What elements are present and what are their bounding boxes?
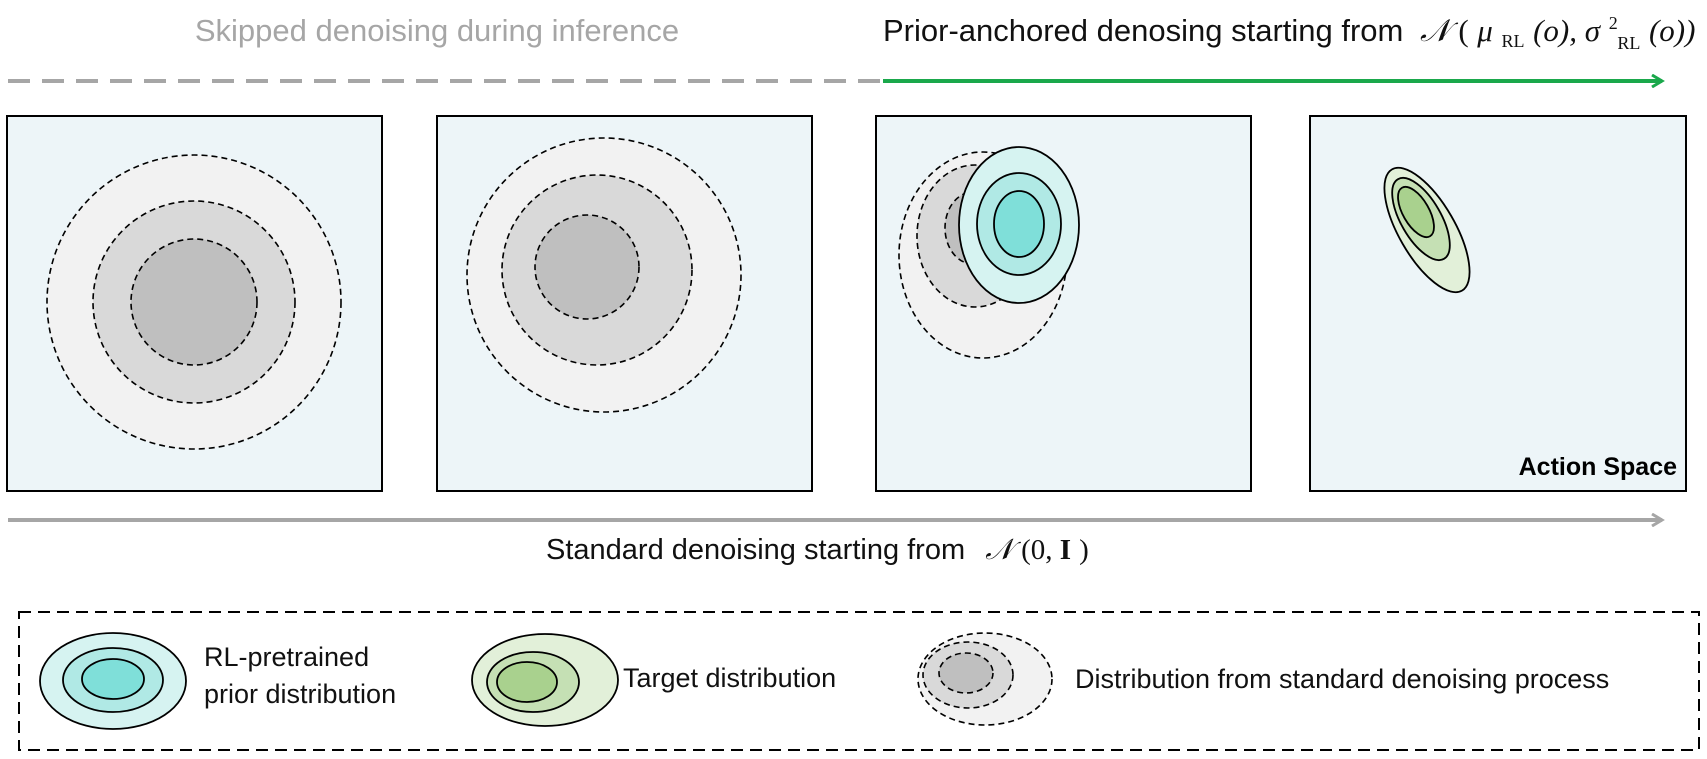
panel-3 — [875, 115, 1252, 492]
legend-target-icon — [471, 633, 619, 727]
legend-rl-inner — [81, 658, 145, 700]
legend-target-inner — [496, 661, 558, 703]
legend-rl-prior-line2: prior distribution — [204, 679, 396, 709]
standard-formula-arg: (0, — [1021, 534, 1060, 566]
panel-2 — [436, 115, 813, 492]
legend: RL-pretrained prior distribution Target … — [18, 611, 1700, 751]
panel-2-inner-contour — [534, 214, 640, 320]
legend-standard-inner — [938, 652, 994, 694]
legend-rl-prior-label: RL-pretrained prior distribution — [204, 642, 396, 709]
panel-4: Action Space — [1309, 115, 1687, 492]
legend-standard-label: Distribution from standard denoising pro… — [1075, 664, 1609, 694]
panel-4-frame — [1309, 115, 1687, 492]
formula-mu-sub: RL — [1501, 31, 1524, 51]
legend-rl-prior-line1: RL-pretrained — [204, 642, 369, 672]
standard-formula-bold: I — [1060, 534, 1071, 566]
standard-formula-n: 𝒩 — [985, 534, 1021, 566]
panel-3-cyan-inner — [993, 190, 1045, 258]
standard-formula-close: ) — [1079, 534, 1089, 566]
skipped-denoising-label: Skipped denoising during inference — [195, 13, 679, 48]
formula-sigma-sub: RL — [1617, 33, 1640, 53]
legend-standard-icon — [917, 632, 1053, 726]
legend-rl-prior-icon — [39, 632, 187, 730]
formula-open: ( — [1458, 13, 1468, 48]
panel-1 — [6, 115, 383, 492]
formula-arg2: (o)) — [1649, 13, 1695, 48]
formula-sigma: σ — [1585, 13, 1602, 48]
panel-4-green-inner — [1397, 185, 1435, 239]
formula-mu: μ — [1476, 13, 1493, 48]
prior-anchored-text: Prior-anchored denosing starting from — [883, 13, 1403, 48]
action-space-label: Action Space — [1519, 453, 1677, 481]
prior-anchored-label: Prior-anchored denosing starting from 𝒩 … — [883, 1, 1695, 56]
standard-denoising-text: Standard denoising starting from — [546, 534, 965, 566]
panel-1-inner-contour — [130, 238, 258, 366]
formula-n: 𝒩 — [1420, 13, 1459, 48]
formula-sigma-sup: 2 — [1609, 13, 1618, 33]
legend-target-label: Target distribution — [623, 663, 836, 693]
formula-arg1: (o), — [1533, 13, 1585, 48]
standard-denoising-label: Standard denoising starting from 𝒩 (0, I… — [546, 534, 1089, 566]
legend-frame — [18, 611, 1700, 751]
